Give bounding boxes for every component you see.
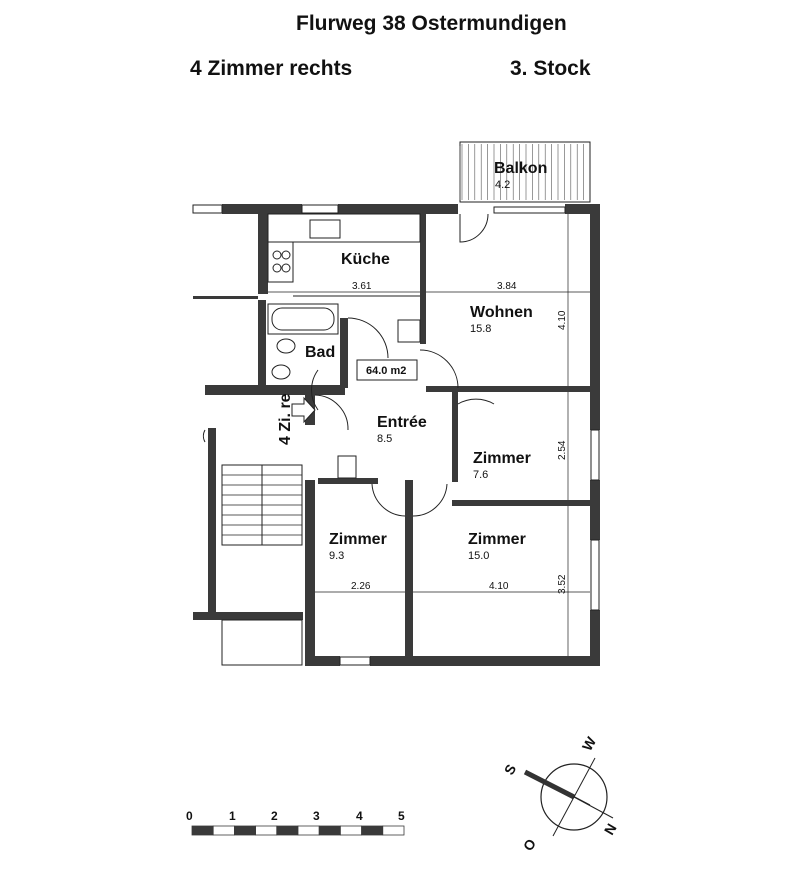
room-name-balkon: Balkon	[494, 160, 547, 177]
room-area-zimmer-small: 7.6	[473, 469, 488, 481]
compass-needle-icon	[523, 769, 576, 800]
room-name-wohnen: Wohnen	[470, 304, 533, 321]
balcony	[459, 141, 591, 203]
scale-tick-3: 3	[313, 809, 320, 823]
compass-n: N	[601, 821, 620, 838]
room-area-wohnen: 15.8	[470, 323, 491, 335]
staircase	[221, 464, 303, 666]
kitchen-fixtures	[267, 213, 421, 297]
compass-w: W	[579, 733, 600, 753]
scale-tick-2: 2	[271, 809, 278, 823]
floor-title: 3. Stock	[510, 57, 591, 80]
compass-circle	[540, 763, 608, 831]
room-name-zimmer-large: Zimmer	[468, 531, 526, 548]
unit-title: 4 Zimmer rechts	[190, 57, 353, 80]
room-area-entree: 8.5	[377, 433, 392, 445]
scale-tick-5: 5	[398, 809, 405, 823]
room-name-zimmer-small: Zimmer	[473, 450, 531, 467]
scale-bar: 0 1 2 3 4 5	[186, 809, 405, 836]
room-area-balkon: 4.2	[495, 179, 510, 191]
scale-tick-1: 1	[229, 809, 236, 823]
dimension-lines	[268, 214, 590, 656]
address-title: Flurweg 38 Ostermundigen	[296, 12, 567, 35]
stair-label: 4 Zi. re	[277, 393, 316, 445]
walls	[193, 204, 600, 666]
stair-label-text: 4 Zi. re	[277, 393, 294, 445]
room-name-kueche: Küche	[341, 251, 390, 268]
windows	[192, 204, 600, 666]
compass: S W N O	[501, 733, 620, 853]
room-area-zimmer-large: 15.0	[468, 550, 489, 562]
dim-living-width: 3.84	[497, 281, 517, 292]
total-area: 64.0 m2	[366, 365, 406, 377]
room-name-entree: Entrée	[377, 414, 427, 431]
entrance-arrow-icon	[291, 396, 316, 424]
room-labels: Balkon 4.2 Küche Wohnen 15.8 Bad Entrée …	[305, 160, 547, 562]
dim-room-mid-width: 2.26	[351, 581, 371, 592]
bath-fixtures	[267, 303, 421, 380]
scale-tick-0: 0	[186, 809, 193, 823]
room-name-zimmer-mid: Zimmer	[329, 531, 387, 548]
dim-kitchen-width: 3.61	[352, 281, 372, 292]
compass-s: S	[501, 761, 520, 777]
compass-o: O	[520, 836, 539, 854]
dimension-labels: 3.61 3.84 4.10 2.54 2.26 4.10 3.52	[351, 281, 568, 594]
dim-room-large-width: 4.10	[489, 581, 509, 592]
dim-room-large-depth: 3.52	[557, 574, 568, 594]
dim-living-depth: 4.10	[557, 310, 568, 330]
dim-room-small-depth: 2.54	[557, 440, 568, 460]
room-area-zimmer-mid: 9.3	[329, 550, 344, 562]
doors	[202, 213, 495, 517]
room-name-bad: Bad	[305, 344, 335, 361]
scale-tick-4: 4	[356, 809, 363, 823]
total-area-box: 64.0 m2	[356, 359, 418, 381]
